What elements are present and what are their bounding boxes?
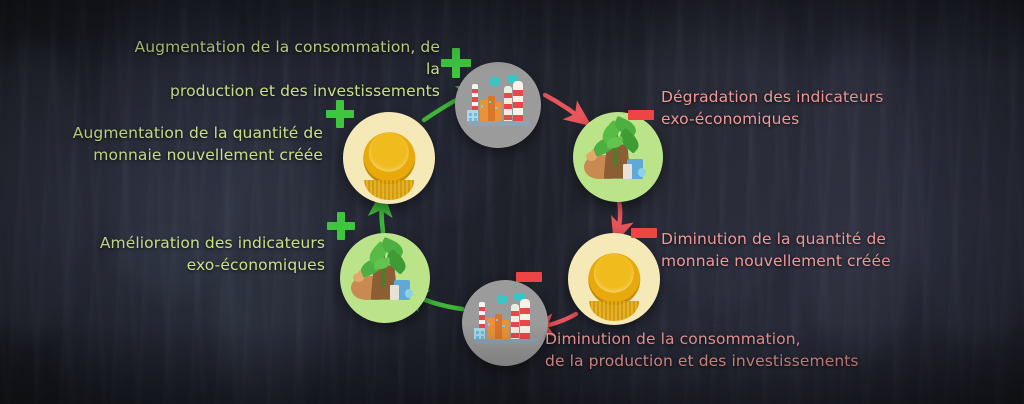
node-money-up[interactable] bbox=[343, 112, 435, 204]
label-indicators-up: Amélioration des indicateurs exo-économi… bbox=[60, 232, 325, 276]
eco-hand-plant-icon bbox=[340, 233, 430, 323]
eco-hand-plant-icon bbox=[573, 112, 663, 202]
plus-sign-money-up bbox=[326, 100, 354, 128]
minus-sign-money-down bbox=[631, 228, 657, 238]
minus-sign-indicators-down bbox=[628, 110, 654, 120]
node-production-up[interactable] bbox=[455, 62, 541, 148]
label-money-down: Diminution de la quantité de monnaie nou… bbox=[661, 228, 981, 272]
label-money-up: Augmentation de la quantité de monnaie n… bbox=[55, 122, 323, 166]
plus-sign-indicators-up bbox=[327, 212, 355, 240]
label-production-down: Diminution de la consommation, de la pro… bbox=[545, 328, 945, 372]
factory-icon bbox=[455, 62, 541, 148]
coin-icon bbox=[343, 112, 435, 204]
coin-icon bbox=[568, 233, 660, 325]
node-production-down[interactable] bbox=[462, 280, 548, 366]
node-indicators-down[interactable] bbox=[573, 112, 663, 202]
plus-sign-production-up bbox=[441, 48, 471, 78]
label-production-up: Augmentation de la consommation, de la p… bbox=[120, 36, 440, 102]
label-indicators-down: Dégradation des indicateurs exo-économiq… bbox=[661, 86, 981, 130]
minus-sign-production-down bbox=[516, 272, 542, 282]
node-money-down[interactable] bbox=[568, 233, 660, 325]
node-indicators-up[interactable] bbox=[340, 233, 430, 323]
factory-icon bbox=[462, 280, 548, 366]
